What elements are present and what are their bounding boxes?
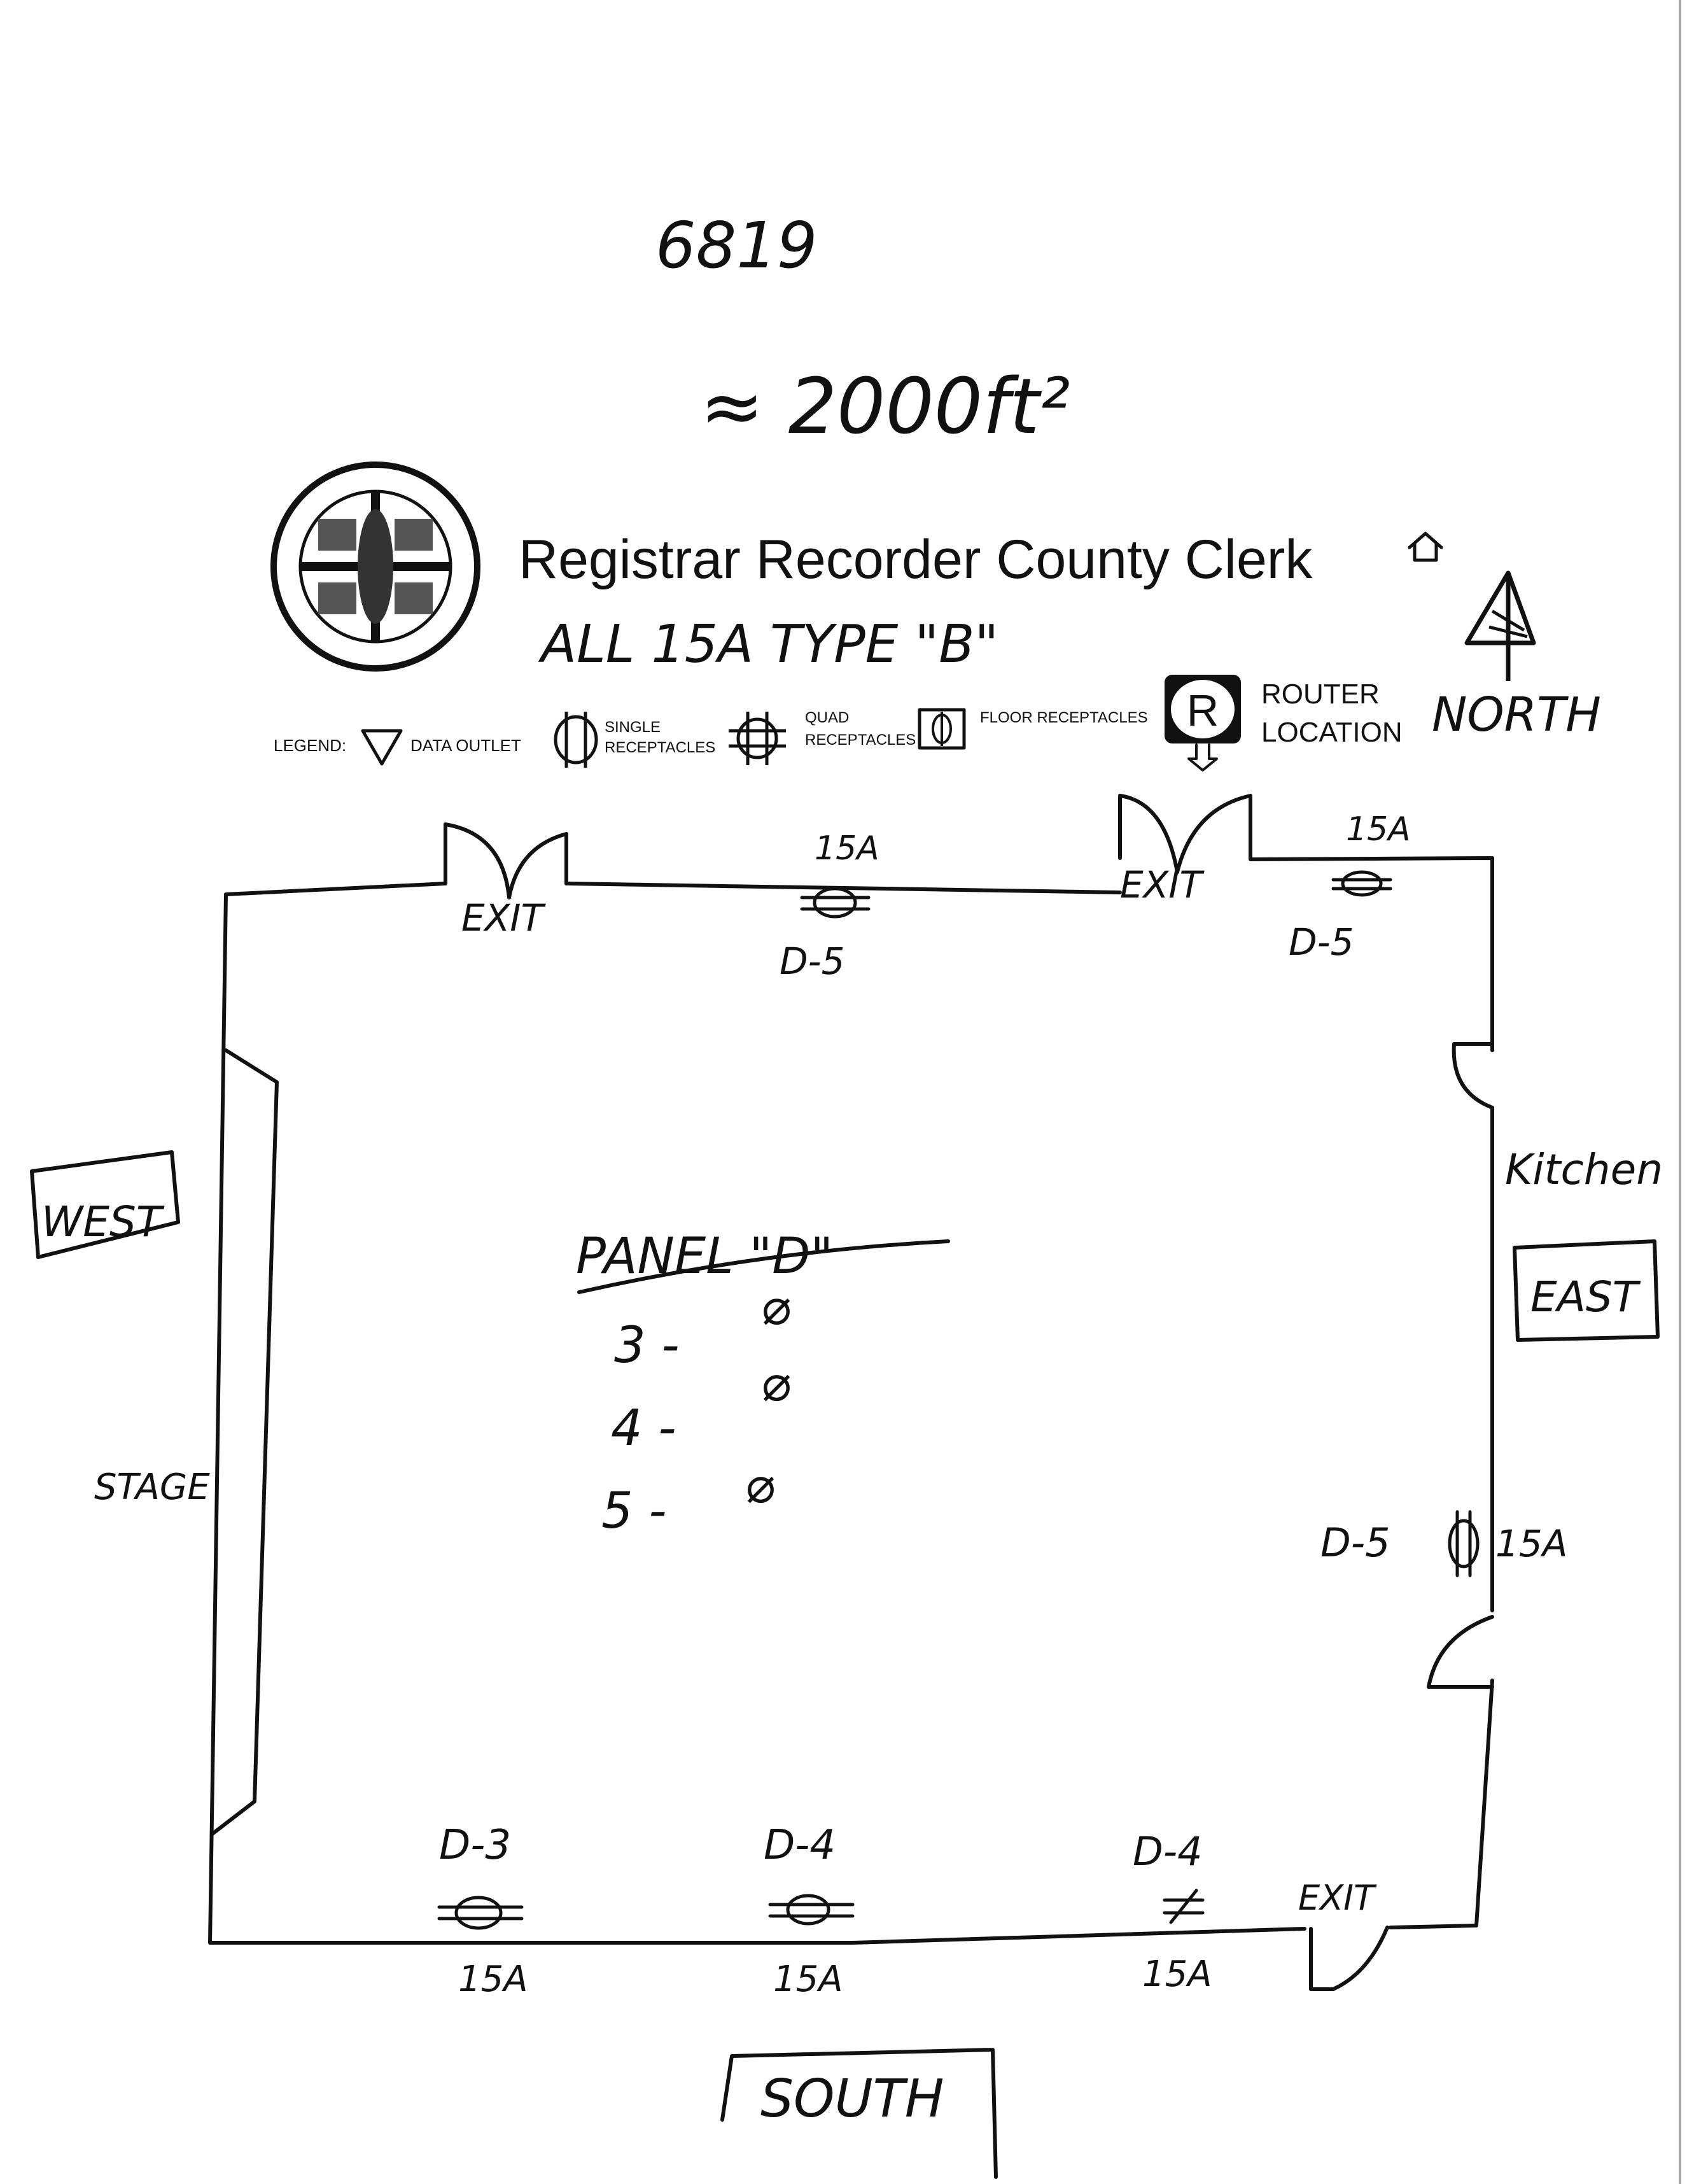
north-arrow-icon	[1464, 570, 1536, 681]
exit-label-1: EXIT	[461, 896, 546, 940]
stage-label: STAGE	[94, 1467, 210, 1508]
outlet-south-3-amps: 15A	[1142, 1954, 1212, 1995]
exit-label-3: EXIT	[1298, 1878, 1377, 1918]
legend-floor: FLOOR RECEPTACLES	[980, 709, 1148, 726]
south-box: SOUTH	[720, 2048, 998, 2179]
kitchen-door-south	[1427, 1615, 1494, 1689]
data-outlet-icon	[361, 729, 403, 766]
legend-label: LEGEND:	[274, 736, 346, 755]
quad-receptacle-south-2	[768, 1894, 855, 1926]
outlet-north-east-circuit: D-5	[1289, 920, 1354, 964]
quad-receptacle-icon	[729, 712, 786, 765]
panel-underline	[577, 1239, 950, 1294]
south-label: SOUTH	[760, 2069, 944, 2129]
exit-door-north-west	[444, 822, 568, 899]
room-walls	[208, 856, 1494, 1945]
single-receptacle-east	[1448, 1510, 1480, 1577]
quad-receptacle-north-middle	[800, 887, 871, 919]
legend-router-1: ROUTER	[1261, 679, 1380, 710]
west-label: WEST	[41, 1197, 165, 1246]
floor-receptacle-icon	[918, 708, 966, 750]
exit-label-2: EXIT	[1120, 863, 1205, 906]
outlet-south-3-circuit: D-4	[1133, 1828, 1203, 1875]
outlet-east-circuit: D-5	[1320, 1519, 1390, 1566]
page-title: Registrar Recorder County Clerk	[519, 529, 1313, 590]
outlet-south-2-amps: 15A	[773, 1959, 843, 2000]
legend-data-outlet: DATA OUTLET	[410, 736, 521, 755]
single-receptacle-icon	[554, 712, 598, 768]
exit-door-south-east	[1309, 1926, 1389, 1991]
router-icon: R	[1165, 675, 1241, 771]
east-label: EAST	[1530, 1272, 1641, 1321]
stage	[211, 1048, 279, 1835]
kitchen-door-north	[1452, 1042, 1494, 1110]
outlet-south-1-amps: 15A	[458, 1959, 528, 2000]
panel-symbol-4: ⌀	[760, 1355, 790, 1413]
panel-symbol-5: ⌀	[745, 1457, 774, 1514]
outlet-north-east-amps: 15A	[1346, 810, 1411, 849]
legend: LEGEND: DATA OUTLET SINGLE RECEPTACLES Q…	[274, 675, 1403, 771]
kitchen-label: Kitchen	[1505, 1145, 1663, 1194]
outlet-south-1-circuit: D-3	[439, 1822, 511, 1869]
panel-circuit-5: 5 -	[601, 1483, 667, 1540]
legend-router-2: LOCATION	[1261, 717, 1403, 748]
outlet-east-amps: 15A	[1495, 1522, 1567, 1565]
panel-circuit-3: 3 -	[614, 1317, 680, 1374]
outlet-north-middle-amps: 15A	[815, 829, 879, 868]
quad-receptacle-south-1	[437, 1896, 524, 1930]
area-note: ≈ 2000ft²	[700, 363, 1070, 451]
east-box: EAST	[1513, 1239, 1660, 1342]
home-icon	[1408, 532, 1443, 562]
circuit-note: ALL 15A TYPE "B"	[538, 614, 998, 675]
single-receptacle-north-east	[1331, 870, 1392, 897]
legend-single-2: RECEPTACLES	[605, 739, 715, 756]
west-box: WEST	[30, 1150, 180, 1259]
panel-circuit-4: 4 -	[611, 1400, 676, 1457]
single-receptacle-south-3	[1163, 1889, 1205, 1924]
job-number: 6819	[655, 208, 818, 283]
panel-symbol-3: ⌀	[760, 1279, 790, 1336]
outlet-north-middle-circuit: D-5	[780, 940, 845, 983]
legend-quad-1: QUAD	[805, 709, 849, 726]
legend-single-1: SINGLE	[605, 719, 661, 736]
router-badge: R	[1187, 686, 1219, 735]
outlet-south-2-circuit: D-4	[764, 1822, 836, 1869]
county-seal-icon	[270, 461, 480, 672]
legend-quad-2: RECEPTACLES	[805, 731, 916, 749]
exit-door-north-east	[1118, 794, 1252, 874]
north-label: NORTH	[1432, 687, 1601, 742]
